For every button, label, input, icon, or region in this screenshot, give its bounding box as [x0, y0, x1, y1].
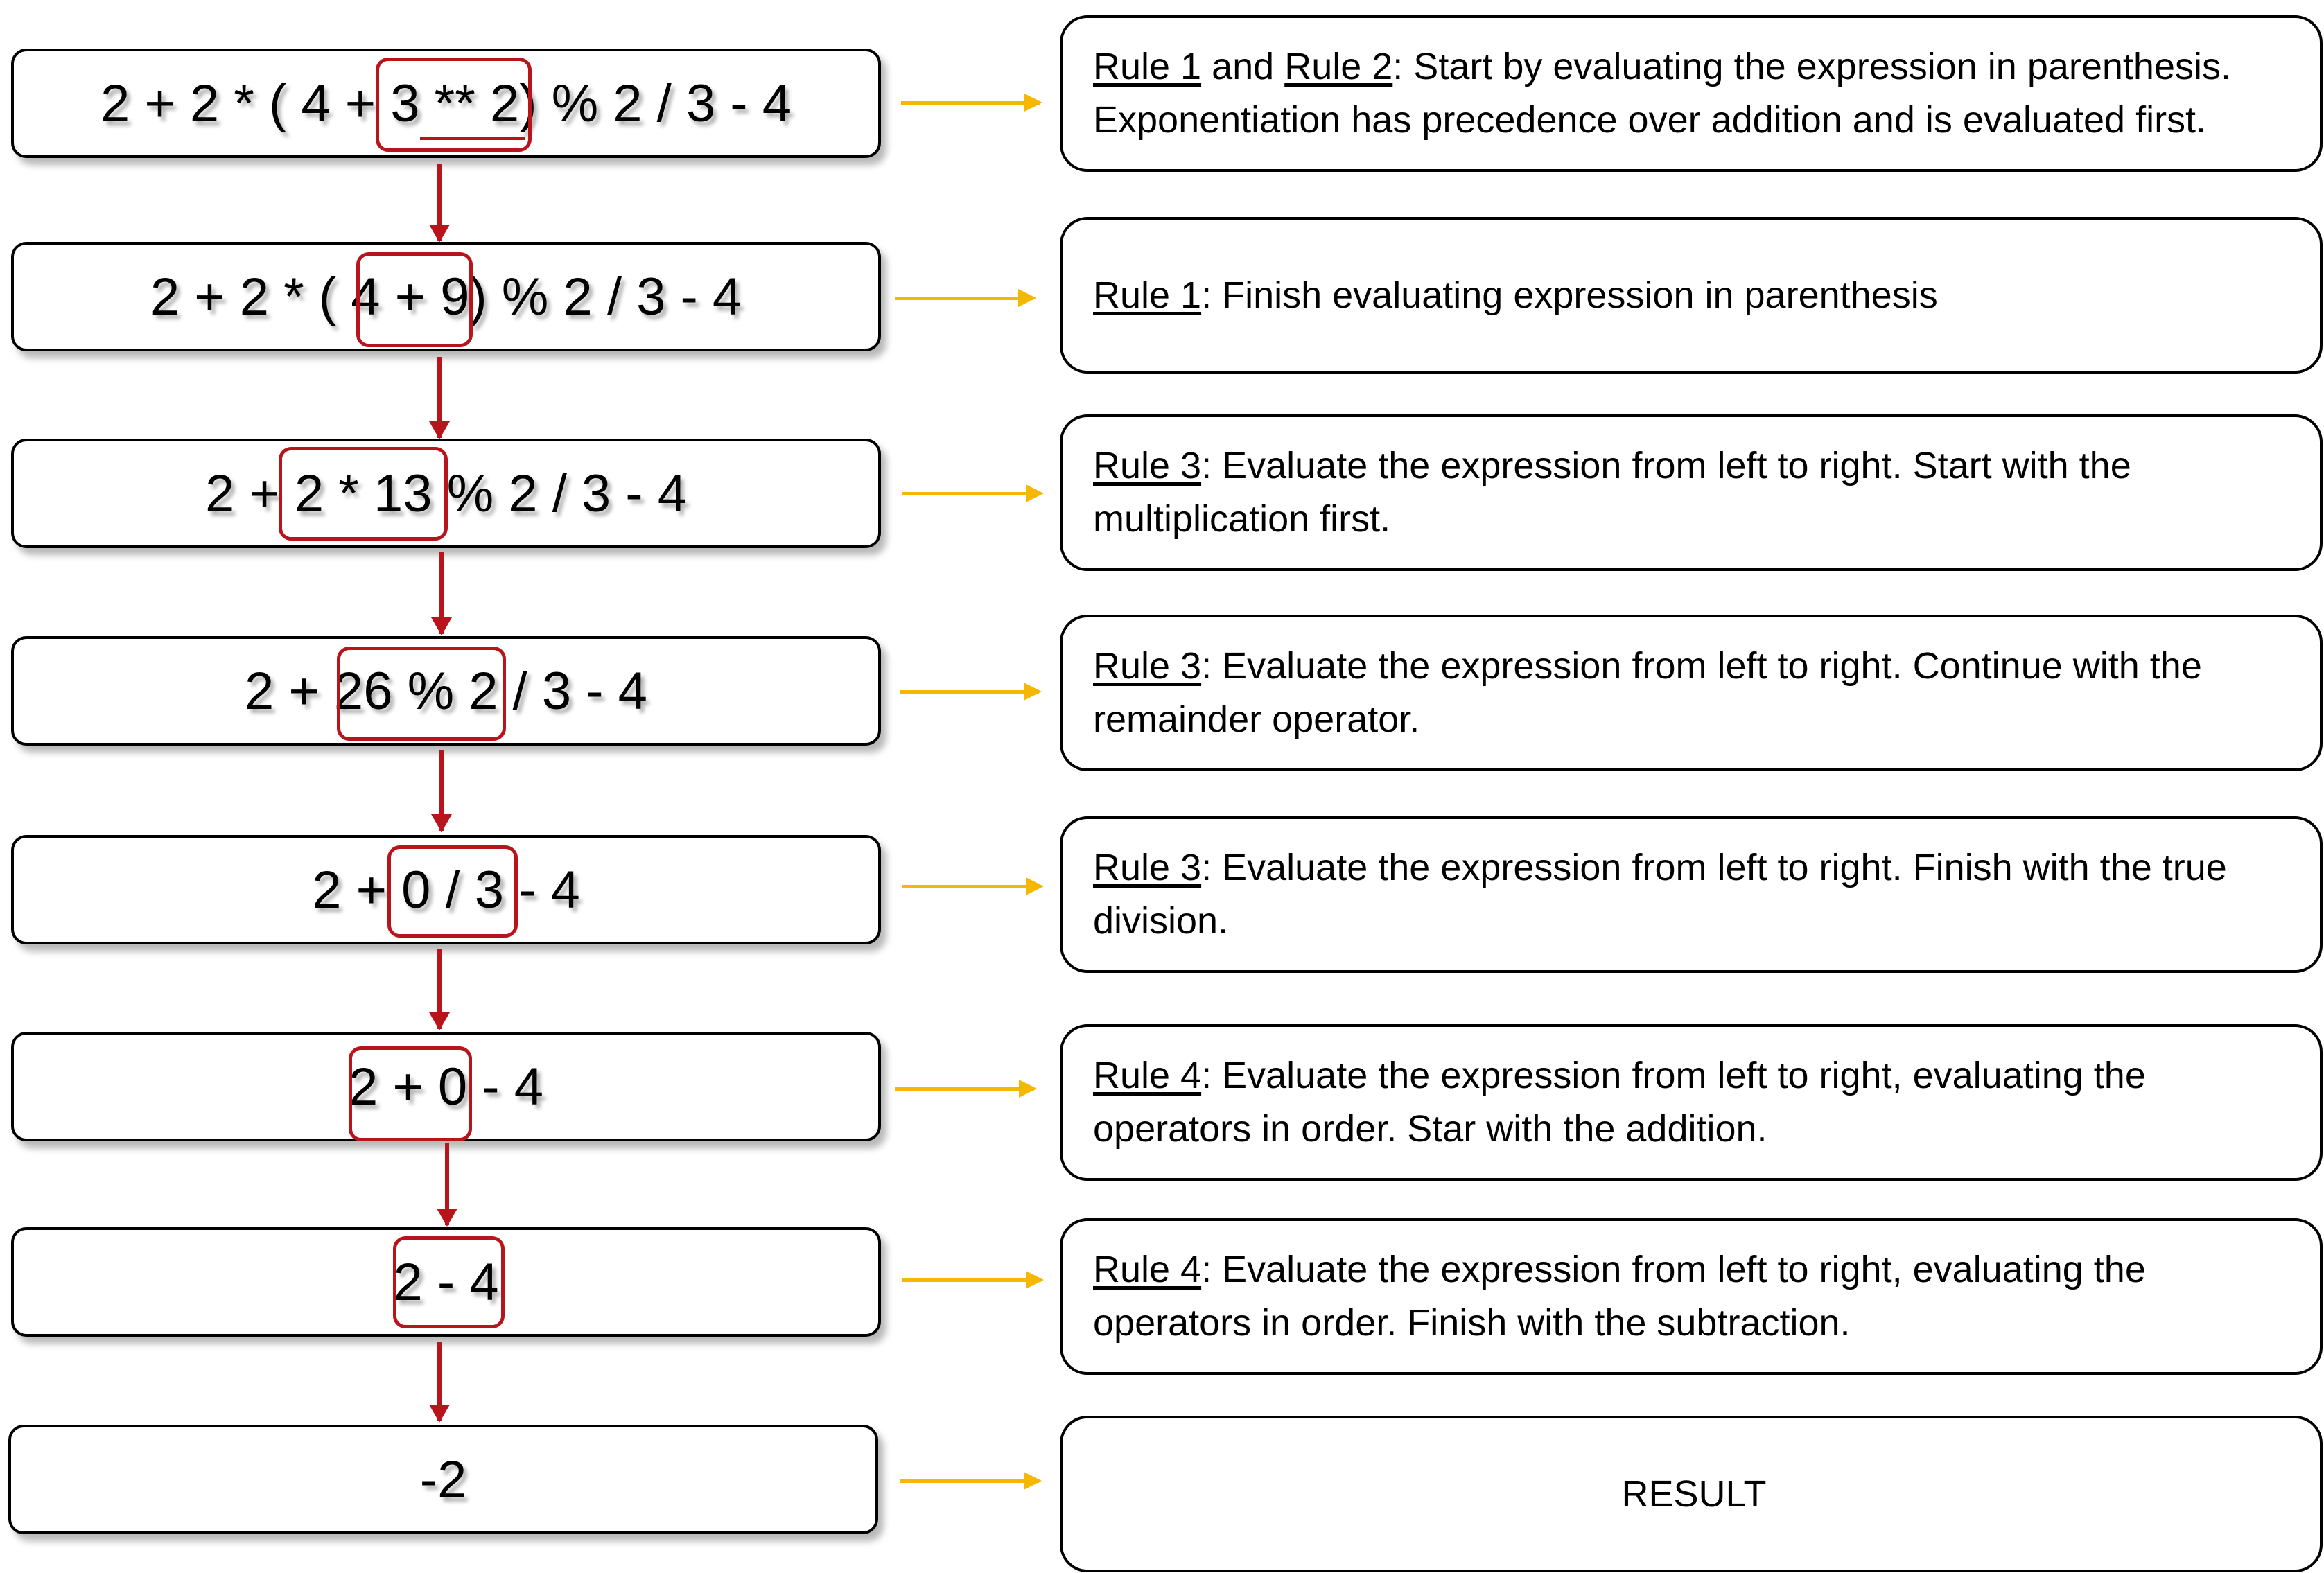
expression-text: 2 + 2 * 13 % 2 / 3 - 4	[205, 464, 687, 523]
rule-reference: Rule 2	[1284, 46, 1393, 87]
explanation-text: Rule 3: Evaluate the expression from lef…	[1093, 645, 2202, 740]
explanation-box: Rule 3: Evaluate the expression from lef…	[1060, 414, 2323, 571]
highlighted-subexpression: 26 % 2	[333, 661, 498, 721]
expression-box: 2 + 0 / 3 - 4	[11, 835, 881, 944]
expression-box: 2 + 2 * ( 4 + 3 ** 2) % 2 / 3 - 4	[11, 49, 881, 158]
expression-box: 2 + 2 * ( 4 + 9) % 2 / 3 - 4	[11, 242, 881, 351]
highlight-box	[279, 447, 448, 541]
explanation-text: Rule 1 and Rule 2: Start by evaluating t…	[1093, 46, 2231, 141]
highlighted-subexpression: 0 / 3	[401, 860, 504, 920]
highlighted-subexpression: 3 ** 2	[390, 73, 520, 133]
flow-arrow	[431, 750, 452, 832]
explanation-arrow	[900, 683, 1042, 701]
explanation-text: Rule 4: Evaluate the expression from lef…	[1093, 1055, 2146, 1150]
rule-reference: Rule 1	[1093, 274, 1202, 316]
highlight-box	[387, 845, 518, 938]
result-value: -2	[419, 1450, 467, 1509]
explanation-arrow	[900, 1472, 1042, 1490]
flow-arrow	[429, 949, 450, 1030]
explanation-text: Rule 3: Evaluate the expression from lef…	[1093, 445, 2131, 540]
explanation-box: Rule 3: Evaluate the expression from lef…	[1060, 615, 2323, 771]
explanation-box: Rule 4: Evaluate the expression from lef…	[1060, 1024, 2323, 1181]
rule-reference: Rule 3	[1093, 445, 1202, 486]
result-label: RESULT	[1621, 1473, 1767, 1515]
flow-arrow	[429, 164, 450, 243]
explanation-text: Rule 3: Evaluate the expression from lef…	[1093, 847, 2227, 942]
explanation-arrow	[902, 484, 1044, 502]
expression-text: 2 - 4	[393, 1252, 498, 1312]
highlight-box	[349, 1046, 472, 1141]
underline-mark	[420, 137, 525, 140]
explanation-arrow	[902, 877, 1044, 895]
expression-text: 2 + 0 / 3 - 4	[312, 860, 580, 920]
rule-reference: Rule 3	[1093, 645, 1202, 687]
highlighted-subexpression: 4 + 9	[351, 267, 470, 326]
result-value-box: -2	[8, 1425, 878, 1534]
flow-arrow	[431, 552, 452, 635]
rule-reference: Rule 4	[1093, 1249, 1202, 1290]
flow-arrow	[437, 1143, 457, 1227]
rule-reference: Rule 4	[1093, 1055, 1202, 1096]
rule-reference: Rule 1	[1093, 46, 1202, 87]
explanation-arrow	[902, 1271, 1044, 1289]
expression-text: 2 + 0 - 4	[349, 1057, 543, 1116]
flow-arrow	[429, 1342, 450, 1423]
highlight-box	[376, 58, 532, 152]
highlighted-subexpression: 2 * 13	[294, 464, 433, 523]
flow-arrow	[429, 357, 450, 439]
explanation-box: Rule 4: Evaluate the expression from lef…	[1060, 1218, 2323, 1375]
result-label-box: RESULT	[1060, 1416, 2323, 1572]
rule-reference: Rule 3	[1093, 847, 1202, 888]
explanation-arrow	[901, 94, 1042, 112]
expression-box: 2 - 4	[11, 1227, 881, 1337]
explanation-box: Rule 1: Finish evaluating expression in …	[1060, 217, 2323, 374]
expression-text: 2 + 26 % 2 / 3 - 4	[245, 661, 647, 721]
explanation-box: Rule 3: Evaluate the expression from lef…	[1060, 816, 2323, 973]
explanation-text: Rule 1: Finish evaluating expression in …	[1093, 274, 1938, 316]
highlight-box	[356, 252, 473, 347]
highlight-box	[393, 1236, 505, 1328]
expression-box: 2 + 26 % 2 / 3 - 4	[11, 636, 881, 746]
highlighted-subexpression: 2 - 4	[393, 1252, 499, 1312]
expression-text: 2 + 2 * ( 4 + 3 ** 2) % 2 / 3 - 4	[101, 73, 792, 133]
explanation-text: Rule 4: Evaluate the expression from lef…	[1093, 1249, 2146, 1344]
highlight-box	[337, 647, 506, 741]
explanation-arrow	[895, 289, 1036, 307]
highlighted-subexpression: 2 + 0	[349, 1057, 468, 1116]
explanation-box: Rule 1 and Rule 2: Start by evaluating t…	[1060, 15, 2323, 172]
explanation-arrow	[895, 1080, 1037, 1098]
